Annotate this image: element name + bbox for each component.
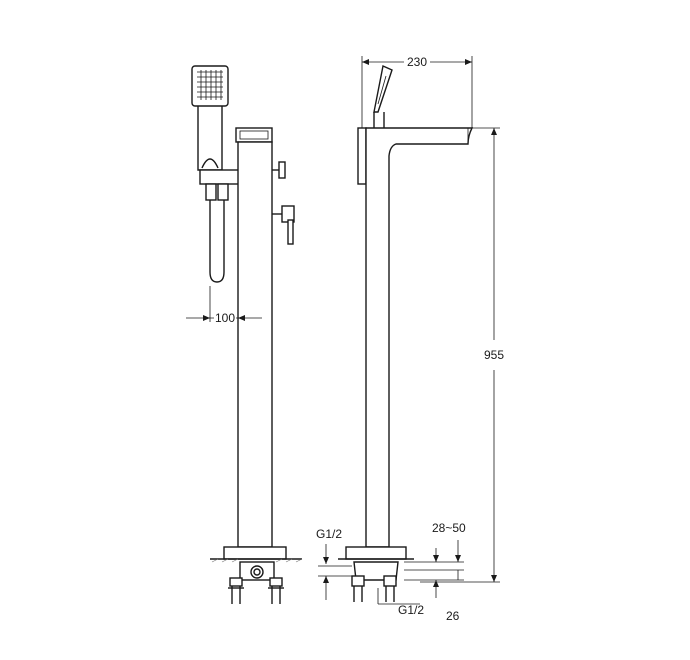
dim-label-28-50: 28~50 [432, 521, 466, 535]
dim-label-26: 26 [446, 609, 460, 623]
side-view: 230 955 G1/2 28~50 [316, 54, 506, 623]
dimension-inlet-left: G1/2 [316, 527, 352, 600]
dim-label-230: 230 [407, 55, 427, 69]
base-side [338, 546, 414, 602]
dim-label-g12-left: G1/2 [316, 527, 342, 541]
hand-shower-front [191, 65, 241, 283]
dim-label-955: 955 [484, 348, 504, 362]
dim-label-g12-bottom: G1/2 [398, 603, 424, 617]
column-side [357, 127, 474, 548]
dimension-spout-reach: 230 [361, 54, 473, 128]
dimension-handle-offset: 100 [186, 286, 262, 325]
column-front [235, 127, 295, 548]
front-view: 100 [186, 65, 303, 604]
dimension-inlet-bottom: G1/2 [377, 588, 424, 617]
dimension-total-height: 955 [420, 127, 506, 583]
base-front [210, 546, 303, 604]
dim-label-100: 100 [215, 311, 235, 325]
dimension-floor: 28~50 26 [404, 521, 466, 623]
